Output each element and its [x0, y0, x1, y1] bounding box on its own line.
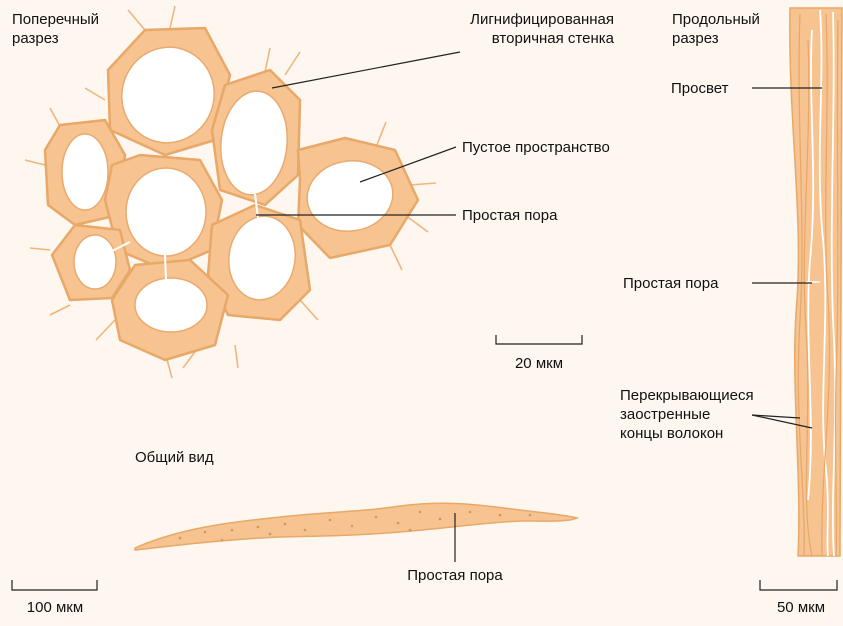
scale-longitudinal-label: 50 мкм [776, 599, 826, 616]
simple-pore-general-label: Простая пора [407, 567, 503, 584]
simple-pore-cross-label: Простая пора [462, 207, 558, 224]
lumen-label: Просвет [671, 80, 729, 97]
scale-bars [11, 335, 838, 591]
general-view-fiber [134, 502, 579, 551]
lignified-wall-label: Лигнифицированная вторичная стенка [470, 11, 614, 47]
simple-pore-long-label: Простая пора [623, 275, 719, 292]
leader-lines [256, 51, 822, 562]
longitudinal-section-fibers [789, 7, 843, 557]
longitudinal-section-title: Продольный разрез [672, 11, 760, 47]
scale-cross-label: 20 мкм [514, 355, 564, 372]
cross-section-title: Поперечный разрез [12, 11, 100, 47]
empty-space-label: Пустое пространство [462, 139, 610, 156]
scale-general-label: 100 мкм [26, 599, 84, 616]
cross-section-cells [24, 5, 437, 379]
overlapping-ends-label: Перекрывающиеся заостренные концы волоко… [620, 387, 754, 442]
general-view-title: Общий вид [135, 449, 214, 466]
